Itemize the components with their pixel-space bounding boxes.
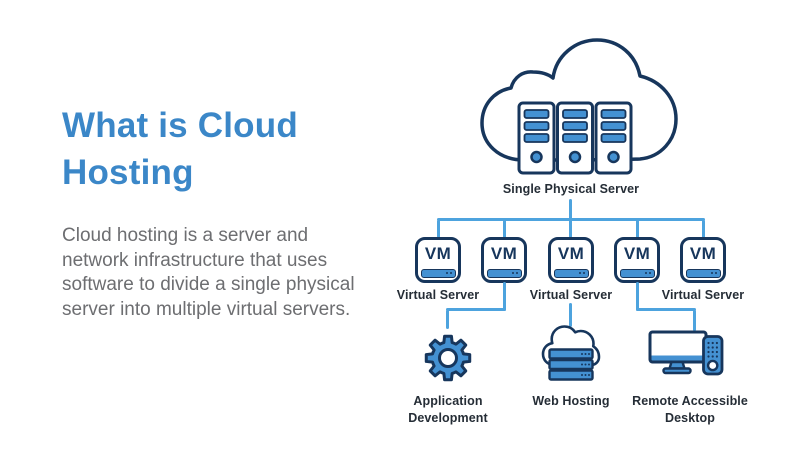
- connector-drop-1: [437, 220, 440, 238]
- server-tower-3: [594, 101, 633, 175]
- connector-vm3-drop: [569, 303, 572, 327]
- cloud-server-icon: [541, 325, 601, 381]
- vm-drive-strip: [685, 268, 721, 278]
- vm-drive-strip: [420, 268, 456, 278]
- vm-box-1: VM: [415, 237, 461, 283]
- virtual-server-label-1: Virtual Server: [396, 288, 480, 302]
- virtual-server-label-2: Virtual Server: [529, 288, 613, 302]
- connector-vm4-down: [636, 282, 639, 311]
- connector-vm4-right: [636, 308, 696, 311]
- gear-icon: [424, 334, 472, 382]
- monitor-base: [662, 367, 692, 375]
- vm-box-2: VM: [481, 237, 527, 283]
- vm-label: VM: [424, 244, 452, 263]
- page-title: What is Cloud Hosting: [62, 106, 298, 192]
- output-label-remote-accessible-desktop: Remote Accessible Desktop: [632, 394, 748, 425]
- description-text: Cloud hosting is a server and network in…: [62, 225, 355, 321]
- connector-drop-5: [702, 220, 705, 238]
- vm-drive-strip: [619, 268, 655, 278]
- server-stack: [548, 348, 594, 381]
- connector-vm4-drop: [693, 310, 696, 331]
- remote-buttons: [707, 341, 718, 358]
- vm-box-3: VM: [548, 237, 594, 283]
- connector-drop-4: [636, 220, 639, 238]
- desktop-remote-icon: [648, 330, 724, 376]
- vm-box-5: VM: [680, 237, 726, 283]
- vm-box-4: VM: [614, 237, 660, 283]
- monitor-bezel: [651, 355, 705, 361]
- vm-label: VM: [689, 244, 717, 263]
- server-tower-2: [556, 101, 594, 175]
- cloud-physical-server-icon: [480, 38, 678, 175]
- physical-server-label: Single Physical Server: [502, 182, 640, 196]
- connector-vm2-down: [503, 282, 506, 311]
- connector-vm2-left: [446, 308, 506, 311]
- output-label-application-development: Application Development: [408, 394, 488, 425]
- server-tower-1: [517, 101, 556, 175]
- vm-label: VM: [623, 244, 651, 263]
- vm-drive-strip: [486, 268, 522, 278]
- monitor-screen: [650, 332, 706, 362]
- output-label-web-hosting: Web Hosting: [532, 394, 610, 408]
- connector-drop-3: [569, 220, 572, 238]
- vm-label: VM: [490, 244, 518, 263]
- connector-trunk: [569, 199, 572, 219]
- vm-label: VM: [557, 244, 585, 263]
- connector-vm2-drop: [446, 310, 449, 329]
- remote-main-button: [706, 359, 719, 372]
- vm-drive-strip: [553, 268, 589, 278]
- connector-bus: [437, 218, 705, 221]
- connector-drop-2: [503, 220, 506, 238]
- virtual-server-label-3: Virtual Server: [661, 288, 745, 302]
